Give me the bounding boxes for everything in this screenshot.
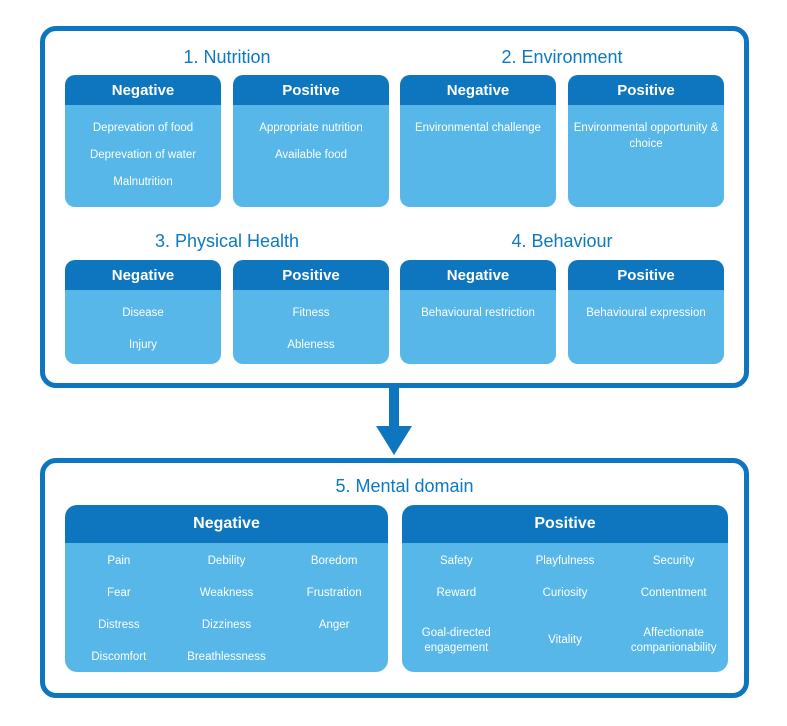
card-body: Safety Playfulness Security Reward Curio… — [402, 543, 728, 672]
list-item: Breathlessness — [187, 650, 266, 663]
section-nutrition: 1. Nutrition Negative Deprevation of foo… — [65, 31, 389, 207]
list-item: Distress — [98, 618, 140, 631]
list-item: Debility — [207, 554, 246, 567]
physical-health-positive-card: Positive Fitness Ableness — [233, 260, 389, 364]
list-item: Pain — [107, 554, 131, 567]
section-title-behaviour: 4. Behaviour — [511, 231, 613, 251]
mental-domain-cards: Negative Pain Debility Boredom Fear Weak… — [65, 505, 744, 672]
card-body: Environmental challenge — [400, 105, 556, 207]
environment-positive-card: Positive Environmental opportunity & cho… — [568, 75, 724, 207]
list-item: Discomfort — [91, 650, 147, 663]
list-item: Deprevation of food — [92, 122, 194, 134]
card-header-positive: Positive — [233, 260, 389, 290]
list-item: Ableness — [287, 339, 335, 351]
environment-cards: Negative Environmental challenge Positiv… — [400, 75, 724, 207]
nutrition-positive-card: Positive Appropriate nutrition Available… — [233, 75, 389, 207]
list-item: Reward — [436, 586, 477, 599]
list-item: Affectionate companionability — [630, 626, 717, 654]
card-header-positive: Positive — [233, 75, 389, 105]
environment-negative-card: Negative Environmental challenge — [400, 75, 556, 207]
section-title-environment: 2. Environment — [501, 47, 623, 67]
list-item: Disease — [122, 307, 164, 319]
section-title-nutrition: 1. Nutrition — [183, 47, 271, 67]
section-physical-health: 3. Physical Health Negative Disease Inju… — [65, 207, 389, 364]
list-item: Available food — [274, 149, 348, 161]
list-item: Environmental opportunity & choice — [573, 122, 719, 150]
mental-negative-card: Negative Pain Debility Boredom Fear Weak… — [65, 505, 388, 672]
card-header-positive: Positive — [568, 75, 724, 105]
section-title-physical-health: 3. Physical Health — [154, 231, 300, 251]
card-header-negative: Negative — [65, 505, 388, 543]
list-item: Playfulness — [535, 554, 595, 567]
domains-grid: 1. Nutrition Negative Deprevation of foo… — [65, 31, 744, 364]
behaviour-cards: Negative Behavioural restriction Positiv… — [400, 260, 724, 364]
card-body: Disease Injury — [65, 290, 221, 364]
down-arrow-head — [376, 426, 412, 455]
list-item: Curiosity — [542, 586, 588, 599]
card-header-negative: Negative — [400, 260, 556, 290]
list-item: Dizziness — [201, 618, 252, 631]
behaviour-positive-card: Positive Behavioural expression — [568, 260, 724, 364]
list-item: Fear — [107, 586, 131, 599]
card-header-negative: Negative — [400, 75, 556, 105]
section-title-mental-domain: 5. Mental domain — [335, 476, 474, 496]
list-item: Malnutrition — [113, 176, 173, 188]
list-item: Boredom — [310, 554, 358, 567]
list-item: Weakness — [199, 586, 254, 599]
card-body: Behavioural restriction — [400, 290, 556, 364]
list-item: Injury — [128, 339, 158, 351]
list-item: Environmental challenge — [415, 122, 541, 134]
nutrition-cards: Negative Deprevation of food Deprevation… — [65, 75, 389, 207]
mental-positive-card: Positive Safety Playfulness Security Rew… — [402, 505, 728, 672]
list-item: Contentment — [640, 586, 707, 599]
list-item: Vitality — [548, 634, 582, 646]
behaviour-negative-card: Negative Behavioural restriction — [400, 260, 556, 364]
empty-cell — [280, 641, 388, 672]
card-body: Deprevation of food Deprevation of water… — [65, 105, 221, 207]
section-behaviour: 4. Behaviour Negative Behavioural restri… — [400, 207, 724, 364]
physical-health-cards: Negative Disease Injury Positive Fitness… — [65, 260, 389, 364]
card-body: Fitness Ableness — [233, 290, 389, 364]
list-item: Security — [652, 554, 695, 567]
list-item: Goal-directed engagement — [421, 626, 491, 654]
card-body: Behavioural expression — [568, 290, 724, 364]
mental-domain-panel: 5. Mental domain Negative Pain Debility … — [40, 458, 749, 698]
list-item: Anger — [318, 618, 350, 631]
physical-domains-panel: 1. Nutrition Negative Deprevation of foo… — [40, 26, 749, 388]
nutrition-negative-card: Negative Deprevation of food Deprevation… — [65, 75, 221, 207]
card-header-positive: Positive — [568, 260, 724, 290]
section-environment: 2. Environment Negative Environmental ch… — [400, 31, 724, 207]
list-item: Behavioural restriction — [421, 307, 535, 319]
list-item: Fitness — [292, 307, 330, 319]
list-item: Frustration — [306, 586, 362, 599]
card-body: Appropriate nutrition Available food — [233, 105, 389, 207]
card-header-negative: Negative — [65, 260, 221, 290]
card-header-negative: Negative — [65, 75, 221, 105]
card-body: Pain Debility Boredom Fear Weakness Frus… — [65, 543, 388, 672]
list-item: Behavioural expression — [586, 307, 706, 319]
list-item: Safety — [440, 554, 473, 567]
physical-health-negative-card: Negative Disease Injury — [65, 260, 221, 364]
card-body: Environmental opportunity & choice — [568, 105, 724, 207]
card-header-positive: Positive — [402, 505, 728, 543]
list-item: Appropriate nutrition — [259, 122, 363, 134]
list-item: Deprevation of water — [89, 149, 197, 161]
down-arrow-stem — [389, 386, 399, 427]
